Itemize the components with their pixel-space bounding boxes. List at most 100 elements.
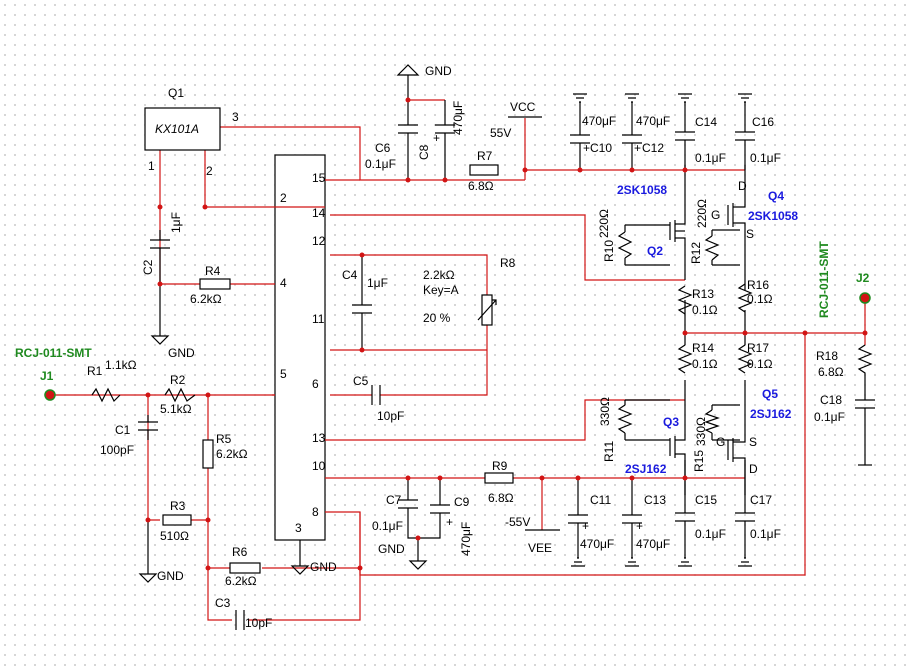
r3-value: 510Ω <box>160 529 189 543</box>
c13-ref: C13 <box>644 493 666 507</box>
r11-value: 330Ω <box>598 397 612 426</box>
r4-ref: R4 <box>205 264 221 278</box>
c7-ref: C7 <box>386 493 402 507</box>
c4-value: 1μF <box>367 276 388 290</box>
u1-pin-14: 14 <box>312 206 326 220</box>
q5-mosfet <box>727 420 746 495</box>
c6-ref: C6 <box>375 141 391 155</box>
r10-value: 220Ω <box>597 209 611 238</box>
c11-ref: C11 <box>590 493 611 507</box>
r13-ref: R13 <box>692 287 714 301</box>
q4-pin-g: G <box>711 208 720 222</box>
q2-ref: Q2 <box>647 244 663 258</box>
vee-value: -55V <box>505 515 530 529</box>
c9-ref: C9 <box>454 495 470 509</box>
u1-pin-3: 3 <box>295 521 302 535</box>
c11-value: 470μF <box>580 537 614 551</box>
r17-ref: R17 <box>747 341 769 355</box>
q5-ref: Q5 <box>762 387 778 401</box>
c17-ref: C17 <box>750 493 772 507</box>
gnd-label-1: GND <box>168 346 195 360</box>
gnd-label-bottom: GND <box>378 542 405 556</box>
j2-part: RCJ-011-SMT <box>817 241 831 318</box>
c11-plus: + <box>582 519 589 533</box>
c10-ref: C10 <box>590 141 612 155</box>
u1-pin-8: 8 <box>312 505 319 519</box>
q5-part: 2SJ162 <box>750 407 792 421</box>
c18-value: 0.1μF <box>814 410 845 424</box>
c18-ref: C18 <box>820 393 842 407</box>
c6-value: 0.1μF <box>365 157 396 171</box>
c10-plus: + <box>583 141 590 155</box>
r1-ref: R1 <box>87 364 103 378</box>
c9-value: 470μF <box>459 522 473 556</box>
u1-pin-11: 11 <box>312 312 325 326</box>
u1-chip: 15 2 14 12 4 11 5 6 13 10 8 3 <box>274 154 326 541</box>
vcc-value: 55V <box>490 126 511 140</box>
c12-plus: + <box>634 141 641 155</box>
r15-value: 330Ω <box>694 417 708 446</box>
c13-value: 470μF <box>636 537 670 551</box>
vcc-name: VCC <box>510 100 536 114</box>
j2-ref: J2 <box>856 271 870 285</box>
r8-value: 2.2kΩ <box>423 268 455 282</box>
c2-value: 1μF <box>169 212 183 233</box>
r7-value: 6.8Ω <box>468 179 494 193</box>
q1-ref: Q1 <box>168 86 184 100</box>
q5-pin-d: D <box>749 462 758 476</box>
c8-plus: + <box>433 131 440 145</box>
u1-pin-12: 12 <box>312 234 326 248</box>
q2-mosfet <box>669 185 686 280</box>
u1-pin-15: 15 <box>312 171 326 185</box>
q4-part: 2SK1058 <box>748 209 798 223</box>
u1-gnd-label: GND <box>310 560 337 574</box>
r5-value: 6.2kΩ <box>216 447 248 461</box>
q3-mosfet <box>669 420 686 495</box>
r6-ref: R6 <box>232 545 248 559</box>
c1-value: 100pF <box>100 443 134 457</box>
c5-ref: C5 <box>353 374 369 388</box>
r14-value: 0.1Ω <box>692 357 718 371</box>
r4-value: 6.2kΩ <box>190 292 222 306</box>
r9-ref: R9 <box>492 459 508 473</box>
c15-value: 0.1μF <box>695 527 726 541</box>
r5-ref: R5 <box>216 432 232 446</box>
r13-value: 0.1Ω <box>692 303 718 317</box>
c8-ref: C8 <box>417 144 431 160</box>
r1-value: 1.1kΩ <box>105 358 137 372</box>
u1-pin-5: 5 <box>280 367 287 381</box>
q1-sensor: Q1 KX101A 1 2 3 <box>144 86 239 178</box>
c3-value: 10pF <box>245 616 272 630</box>
r3-ref: R3 <box>170 499 186 513</box>
r12-value: 220Ω <box>695 199 709 228</box>
j1-part: RCJ-011-SMT <box>15 346 92 360</box>
junctions <box>145 97 868 571</box>
q4-mosfet <box>727 185 746 290</box>
u1-pin-4: 4 <box>280 276 287 290</box>
gnd-label-2: GND <box>157 569 184 583</box>
q4-pin-d: D <box>738 179 747 193</box>
u1-pin-2: 2 <box>280 191 287 205</box>
r6-value: 6.2kΩ <box>225 574 257 588</box>
r17-value: 0.1Ω <box>747 357 773 371</box>
c9-plus: + <box>446 515 453 529</box>
c15-ref: C15 <box>695 493 717 507</box>
q1-pin-1: 1 <box>148 159 155 173</box>
r9-value: 6.8Ω <box>488 491 514 505</box>
u1-pin-10: 10 <box>312 459 326 473</box>
q1-pin-2: 2 <box>206 164 213 178</box>
c13-plus: + <box>636 519 643 533</box>
c16-ref: C16 <box>752 115 774 129</box>
r14-ref: R14 <box>692 341 714 355</box>
q5-pin-g: G <box>716 435 725 449</box>
c14-ref: C14 <box>695 115 717 129</box>
r2-value: 5.1kΩ <box>160 402 192 416</box>
c12-ref: C12 <box>642 141 664 155</box>
u1-pin-6: 6 <box>312 377 319 391</box>
r8-setting: 20 % <box>423 311 451 325</box>
r16-ref: R16 <box>747 278 769 292</box>
c2-ref: C2 <box>141 259 155 275</box>
gnd-label-top: GND <box>425 64 452 78</box>
q5-pin-s: S <box>749 435 757 449</box>
